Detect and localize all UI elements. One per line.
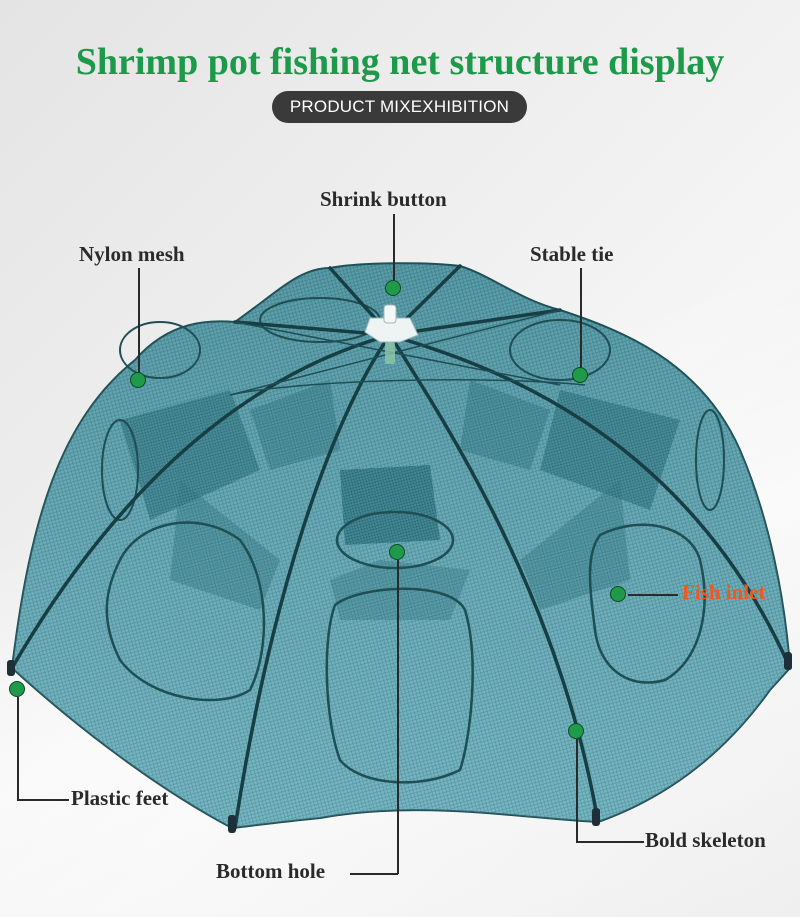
page-title: Shrimp pot fishing net structure display [75,41,725,83]
callout-label-fish-inlet: Fish inlet [682,580,766,604]
callout-label-shrink-button: Shrink button [320,187,447,211]
callout-dot-stable-tie [572,367,588,383]
callout-label-nylon-mesh: Nylon mesh [79,242,185,266]
callout-dot-fish-inlet [610,586,626,602]
callout-leader-stable-tie [580,268,582,368]
callout-leader-bottom-hole-h [350,873,398,875]
callout-leader-bold-skeleton-v [576,739,578,841]
callout-dot-bottom-hole [389,544,405,560]
callout-dot-nylon-mesh [130,372,146,388]
callout-leader-nylon-mesh [138,268,140,372]
callout-leader-plastic-feet-v [17,697,19,799]
callout-leader-fish-inlet [628,594,678,596]
callout-label-bottom-hole: Bottom hole [216,859,326,883]
callout-label-stable-tie: Stable tie [530,242,614,266]
callout-leader-bottom-hole-v [397,560,399,874]
callout-label-bold-skeleton: Bold skeleton [645,828,766,852]
callout-leader-shrink-button [393,214,395,286]
callout-leader-plastic-feet-h [17,799,69,801]
callout-dot-shrink-button [385,280,401,296]
callout-dot-bold-skeleton [568,723,584,739]
callout-leader-bold-skeleton-h [576,841,644,843]
product-exhibition-badge: PRODUCT MIXEXHIBITION [272,91,527,123]
callout-dot-plastic-feet [9,681,25,697]
callout-label-plastic-feet: Plastic feet [71,786,169,810]
